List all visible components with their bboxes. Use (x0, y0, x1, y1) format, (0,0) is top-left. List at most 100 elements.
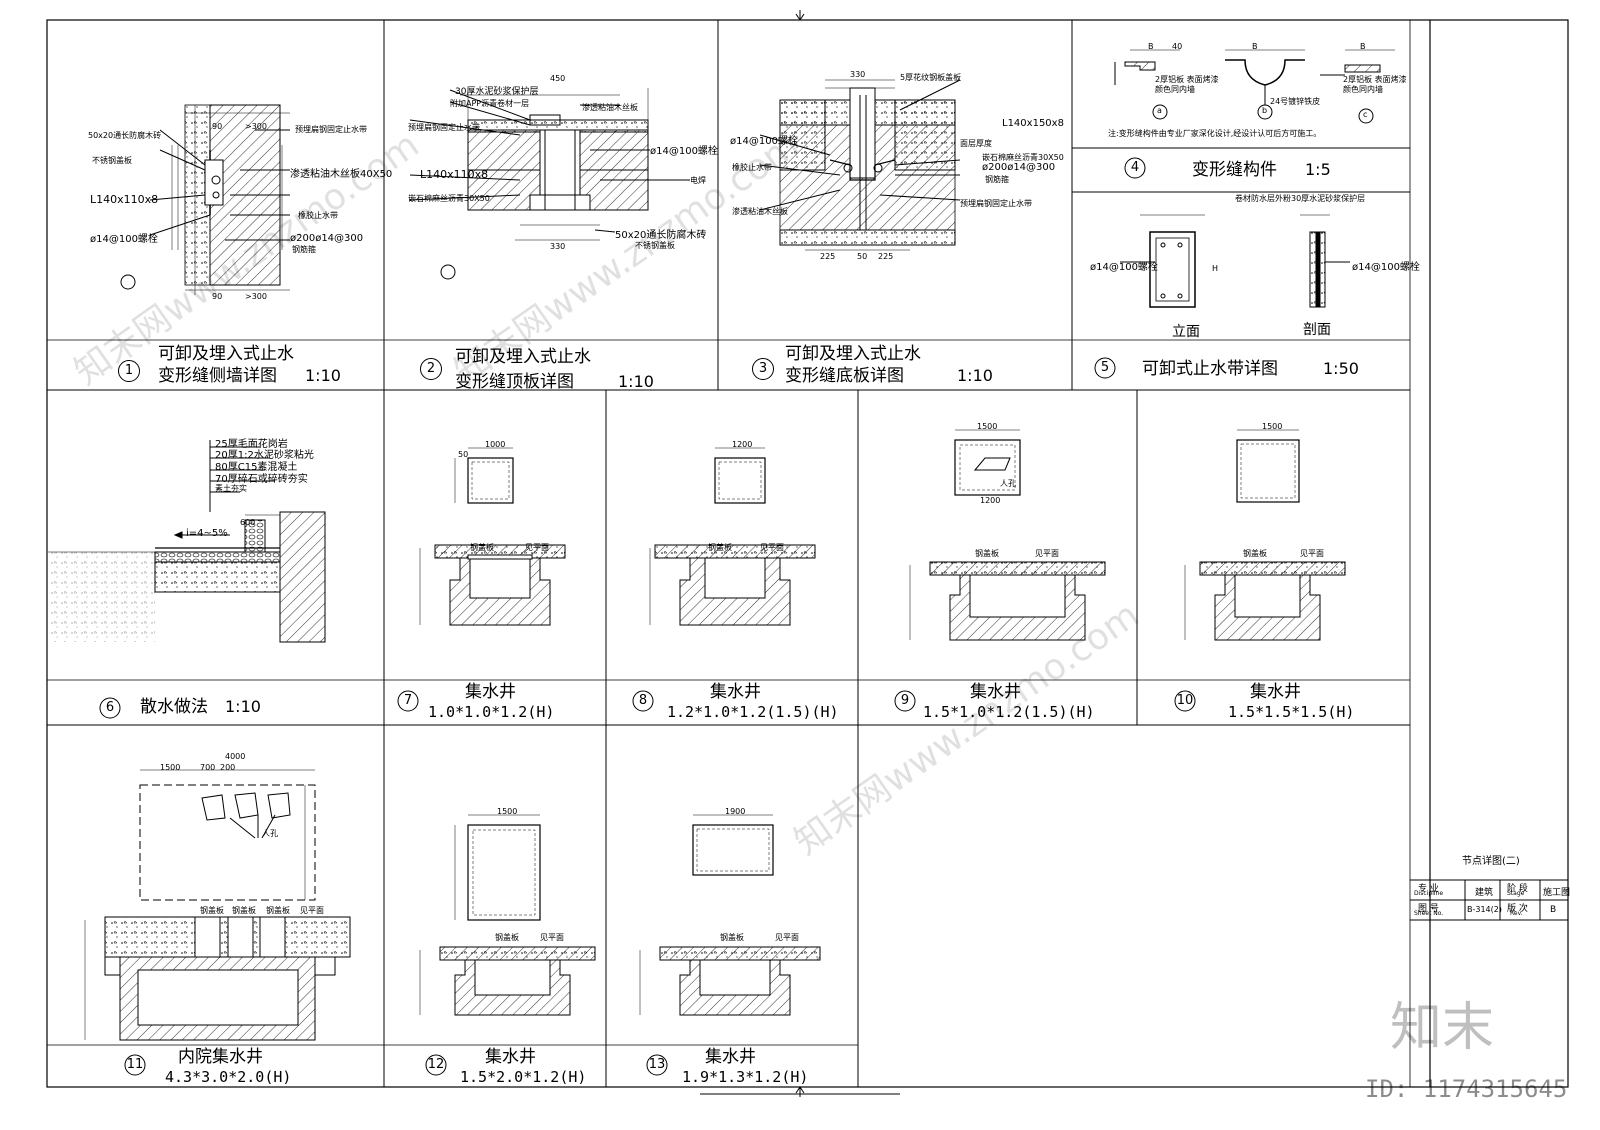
d6-layer-label: 素土夯实 (215, 484, 247, 493)
d3-label: 渗透粘油木丝板 (732, 207, 788, 216)
d2-label: ø14@100螺栓 (650, 146, 718, 157)
d3-dim: 330 (850, 70, 866, 79)
well-7-drawing (397, 447, 566, 712)
tb-stage-label-en: Stage (1507, 890, 1525, 897)
detail-3-subtitle: 变形缝底板详图 (785, 366, 904, 386)
d10-see-plan: 见平面 (1300, 549, 1324, 558)
d1-label: 橡胶止水带 (298, 211, 338, 220)
d8-dim: 1200 (732, 440, 753, 449)
detail-12-title: 集水井 (485, 1047, 536, 1067)
d3-dim: 50 (857, 252, 868, 261)
tb-stage-label: 阶 段 (1507, 884, 1528, 894)
tb-discipline-label-en: Discipline (1414, 890, 1444, 897)
detail-number-7: 7 (403, 693, 413, 708)
detail-6-scale: 1:10 (225, 697, 261, 716)
d9-dim: 1200 (980, 496, 1001, 505)
d2-dim: 330 (550, 242, 566, 251)
d1-label: 50x20通长防腐木砖 (88, 131, 162, 140)
d10-dim: 1500 (1262, 422, 1283, 431)
watermark-logo: 知末 (1390, 998, 1495, 1058)
d12-dim: 1500 (497, 807, 518, 816)
detail-8-title: 集水井 (710, 682, 761, 702)
detail-2-subtitle: 变形缝顶板详图 (455, 372, 574, 392)
d11-dim: 200 (220, 763, 236, 772)
detail-5-title: 可卸式止水带详图 (1142, 359, 1278, 379)
d9-manhole: 人孔 (1000, 479, 1016, 488)
d8-steel-cover: 钢盖板 (708, 543, 732, 552)
detail-number-1: 1 (118, 360, 140, 382)
d9-see-plan: 见平面 (1035, 549, 1059, 558)
detail-10-subtitle: 1.5*1.5*1.5(H) (1228, 703, 1355, 721)
d3-label: 钢筋箍 (985, 175, 1009, 184)
tb-rev-label: 版 次 (1507, 904, 1528, 914)
d4-tag-a: a (1157, 106, 1162, 115)
detail-1-scale: 1:10 (305, 366, 341, 385)
d6-layer-label: 20厚1:2水泥砂浆粘光 (215, 450, 314, 461)
d13-dim: 1900 (725, 807, 746, 816)
d6-dim: 600 (240, 518, 256, 527)
d11-dim: 700 (200, 763, 216, 772)
d4-label: 40 (1172, 42, 1183, 51)
d1-label: L140x110x8 (90, 193, 159, 206)
d3-dim: 225 (878, 252, 894, 261)
d2-label: 渗透粘油木丝板 (582, 103, 638, 112)
tb-rev-label-en: Rev. (1510, 910, 1523, 917)
d3-label: 嵌石棉麻丝沥青30X50 (982, 153, 1064, 162)
d1-label: 不锈钢盖板 (92, 156, 132, 165)
d13-see-plan: 见平面 (775, 933, 799, 942)
tb-stage-value: 施工图 (1543, 888, 1571, 898)
detail-7-subtitle: 1.0*1.0*1.2(H) (428, 703, 555, 721)
d2-dim: 450 (550, 74, 566, 83)
d1-label: ø14@100螺栓 (90, 234, 158, 245)
detail-number-2: 2 (420, 358, 442, 380)
detail-13-subtitle: 1.9*1.3*1.2(H) (682, 1068, 809, 1086)
detail-11-title: 内院集水井 (178, 1047, 263, 1067)
d1-label: 渗透粘油木丝板40X50 (290, 169, 393, 180)
detail-number-9: 9 (900, 693, 910, 708)
d3-label: 预埋扁钢固定止水带 (960, 199, 1032, 208)
d6-layer-label: 80厚C15素混凝土 (215, 462, 298, 473)
detail-1-title: 可卸及埋入式止水 (158, 344, 294, 364)
d1-dim: >300 (245, 122, 267, 131)
detail-3-title: 可卸及埋入式止水 (785, 344, 921, 364)
d1-dim: >300 (245, 292, 267, 301)
detail-3-scale: 1:10 (957, 366, 993, 385)
d11-steel-cover: 钢盖板 (200, 906, 224, 915)
d11-see-plan: 见平面 (300, 906, 324, 915)
well-9-drawing (894, 429, 1106, 712)
detail-number-12: 12 (427, 1057, 445, 1072)
tb-sheet-label-en: Sheet No. (1414, 910, 1444, 917)
sheet-frame (46, 10, 1569, 1097)
detail-7-title: 集水井 (465, 682, 516, 702)
d7-steel-cover: 钢盖板 (470, 543, 494, 552)
well-10-drawing (1174, 429, 1346, 712)
d8-see-plan: 见平面 (760, 543, 784, 552)
d4-label: 颜色同内墙 (1155, 85, 1195, 94)
detail-10-title: 集水井 (1250, 682, 1301, 702)
detail-number-13: 13 (648, 1057, 666, 1072)
d6-slope: i=4~5% (186, 528, 228, 539)
d3-label: 橡胶止水带 (732, 163, 772, 172)
detail-number-5: 5 (1100, 360, 1110, 375)
detail-number-3: 3 (752, 358, 774, 380)
detail-4-title: 变形缝构件 (1192, 160, 1277, 180)
detail-number-8: 8 (638, 693, 648, 708)
d4-label: 2厚铝板 表面烤漆 (1343, 75, 1407, 84)
detail-13-title: 集水井 (705, 1047, 756, 1067)
detail-2-title: 可卸及埋入式止水 (455, 347, 591, 367)
d7-see-plan: 见平面 (525, 543, 549, 552)
d7-dim: 1000 (485, 440, 506, 449)
d3-dim: 225 (820, 252, 836, 261)
d2-label: L140x110x8 (420, 168, 489, 181)
d3-label: 5厚花纹钢板盖板 (900, 73, 962, 82)
d13-steel-cover: 钢盖板 (720, 933, 744, 942)
detail-2-scale: 1:10 (618, 372, 654, 391)
d5-label: H (1212, 264, 1219, 273)
detail-4-drawing (1114, 49, 1395, 179)
d12-steel-cover: 钢盖板 (495, 933, 519, 942)
d4-tag-b: b (1262, 106, 1268, 115)
d7-dim: 50 (458, 450, 469, 459)
d4-label: 颜色同内墙 (1343, 85, 1383, 94)
d4-label: B (1148, 42, 1154, 51)
